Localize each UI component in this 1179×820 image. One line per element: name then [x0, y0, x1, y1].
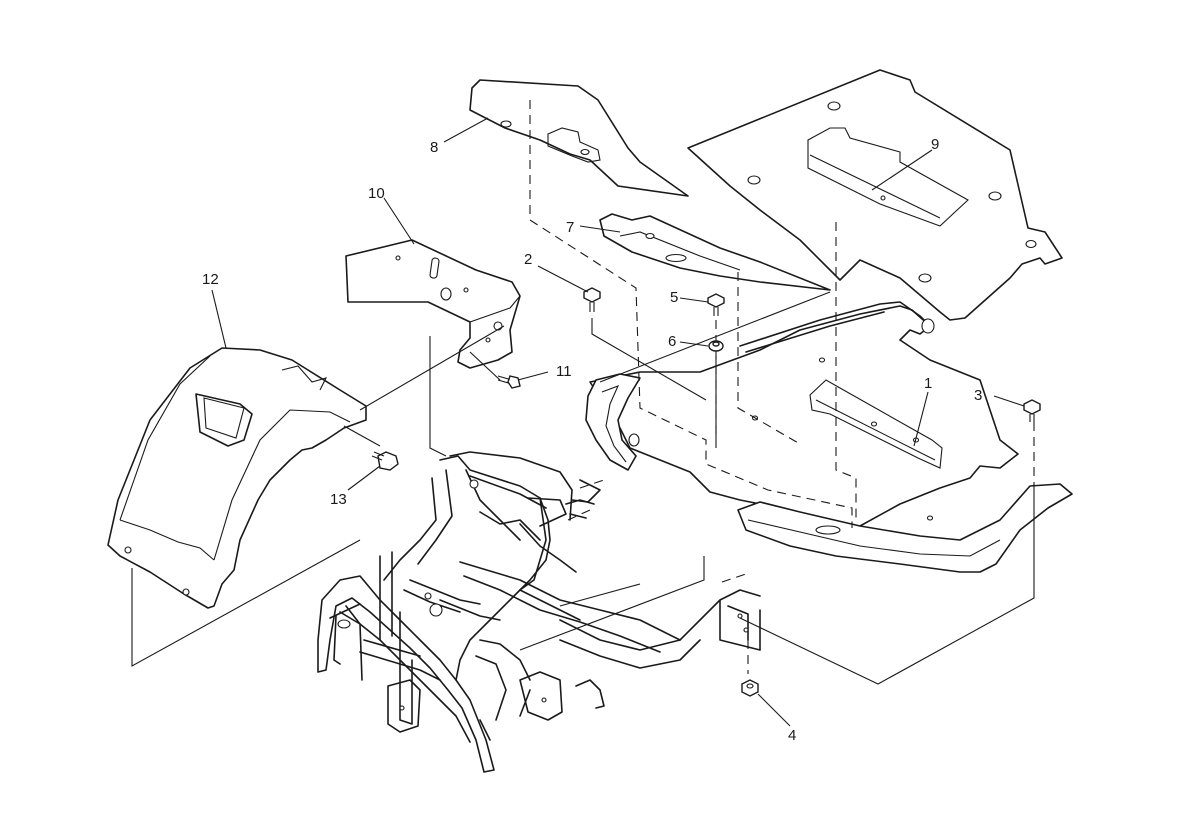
part-7-panel: [599, 213, 831, 291]
callout-12: 12: [202, 271, 219, 288]
part-10-bracket: [345, 239, 521, 369]
fastener-washer-6: [708, 340, 724, 352]
callout-11: 11: [556, 363, 572, 380]
callout-labels: 1 2 3 4 5 6 7 8 9 10 11 12 13: [202, 136, 982, 744]
frame-chassis: [317, 451, 761, 773]
fastener-screw-11: [497, 375, 521, 389]
callout-leaders: [211, 117, 1025, 727]
callout-3: 3: [974, 387, 982, 404]
callout-1: 1: [924, 375, 932, 392]
part-12-front-cowl: [107, 347, 367, 609]
fastener-bolt-5: [707, 293, 725, 316]
callout-5: 5: [670, 289, 678, 306]
assembly-solid-lines: [131, 291, 1035, 685]
callout-2: 2: [524, 251, 532, 268]
callout-9: 9: [931, 136, 939, 153]
callout-7: 7: [566, 219, 574, 236]
callout-8: 8: [430, 139, 438, 156]
fastener-bolt-3: [1023, 399, 1041, 422]
callout-6: 6: [668, 333, 676, 350]
part-8-panel: [469, 79, 689, 197]
fastener-knob-13: [371, 451, 399, 471]
part-1-lower-panel: [585, 301, 1073, 573]
callout-4: 4: [788, 727, 796, 744]
part-9-upper-panel: [687, 69, 1063, 321]
callout-13: 13: [330, 491, 347, 508]
fastener-nut-4: [741, 679, 759, 697]
callout-10: 10: [368, 185, 385, 202]
